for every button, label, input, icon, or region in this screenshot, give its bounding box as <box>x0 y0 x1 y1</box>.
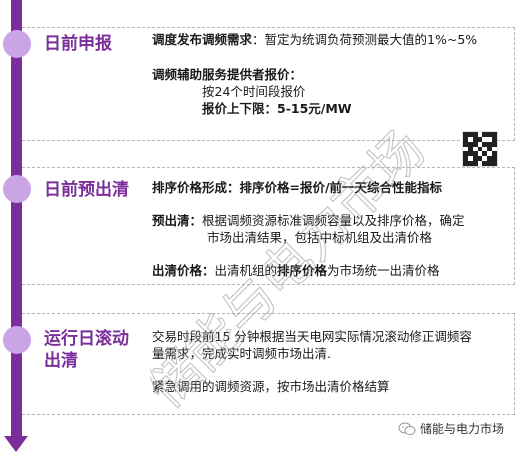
stage3-line3: 紧急调用的调频资源，按市场出清价格结算 <box>152 379 390 394</box>
stage2-line4: 出清价格：出清机组的排序价格为市场统一出清价格 <box>152 262 440 279</box>
clear-price-label: 出清价格： <box>152 263 215 278</box>
stage1-line4: 报价上下限：5-15元/MW <box>202 101 352 116</box>
stage-title-realtime-rolling-line2: 出清 <box>44 351 78 371</box>
pre-clear-text: 根据调频资源标准调频容量以及排序价格，确定 <box>202 213 465 228</box>
stage2-line3: 市场出清结果，包括中标机组及出清价格 <box>207 230 433 245</box>
clear-price-text: 出清机组的 <box>214 263 278 278</box>
stage-box-realtime-rolling <box>22 313 515 415</box>
demand-text: ：暂定为统调负荷预测最大值的1%~5% <box>252 32 478 47</box>
stage-box-day-ahead-bid <box>22 27 515 141</box>
stage-node-2 <box>3 175 31 203</box>
stage1-line2: 调频辅助服务提供者报价： <box>152 67 303 82</box>
stage3-line2: 量需求，完成实时调频市场出清. <box>152 346 331 361</box>
brand-name: 储能与电力市场 <box>420 422 505 436</box>
pre-clear-label: 预出清： <box>152 213 203 228</box>
qr-code-icon <box>462 131 498 167</box>
stage-node-3 <box>3 326 31 354</box>
brand: 储能与电力市场 <box>398 420 504 437</box>
stage2-line1: 排序价格形成：排序价格=报价/前一天综合性能指标 <box>152 180 443 195</box>
stage-title-day-ahead-pre-clear: 日前预出清 <box>44 180 129 200</box>
stage2-line2: 预出清：根据调频资源标准调频容量以及排序价格，确定 <box>152 212 465 229</box>
stage1-line3: 按24个时间段报价 <box>202 84 306 99</box>
stage-title-day-ahead-bid: 日前申报 <box>44 34 112 54</box>
clear-price-text2: 为市场统一出清价格 <box>327 263 440 278</box>
stage-title-realtime-rolling-line1: 运行日滚动 <box>44 329 129 349</box>
stage-node-1 <box>3 30 31 58</box>
wechat-icon <box>398 422 416 435</box>
timeline-arrow-icon <box>4 436 28 452</box>
sort-price-label: 排序价格 <box>277 263 328 278</box>
stage3-line1: 交易时段前15 分钟根据当天电网实际情况滚动修正调频容 <box>152 329 472 344</box>
timeline-bar <box>11 0 22 438</box>
stage1-line1: 调度发布调频需求：暂定为统调负荷预测最大值的1%~5% <box>152 31 477 48</box>
stage-box-day-ahead-pre-clear <box>22 167 515 285</box>
demand-label: 调度发布调频需求 <box>152 32 253 47</box>
